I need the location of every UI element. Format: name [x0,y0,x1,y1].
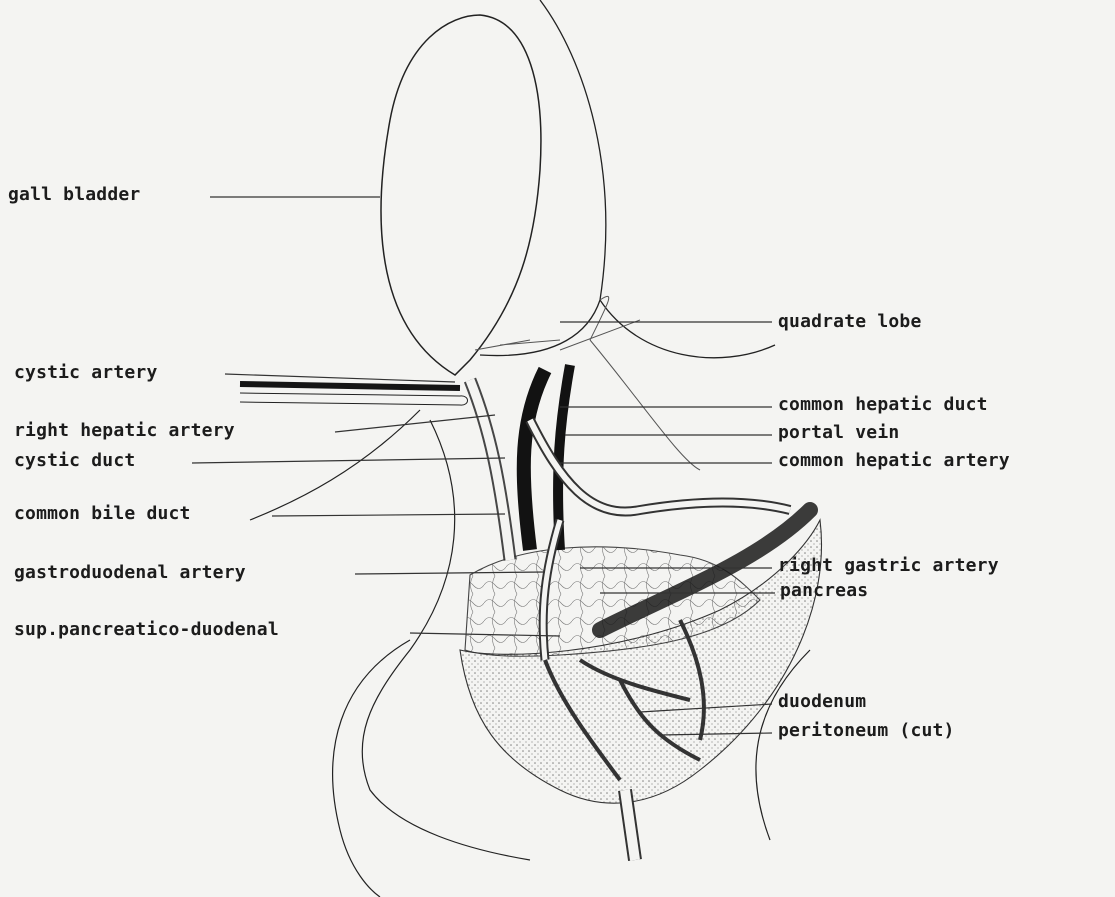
label-cystic-duct: cystic duct [14,452,135,470]
label-cystic-artery: cystic artery [14,364,157,382]
label-right-gastric-artery: right gastric artery [778,557,999,575]
label-common-hepatic-artery: common hepatic artery [778,452,1010,470]
label-gastroduodenal-artery: gastroduodenal artery [14,564,246,582]
label-quadrate-lobe: quadrate lobe [778,313,921,331]
label-sup-pancreatico-duodenal: sup.pancreatico-duodenal [14,621,279,639]
label-portal-vein: portal vein [778,424,899,442]
common-hepatic-artery-vessel [530,420,790,512]
label-common-bile-duct: common bile duct [14,505,191,523]
label-right-hepatic-artery: right hepatic artery [14,422,235,440]
body-contour-left [333,640,410,897]
gall-bladder-outline [381,15,541,375]
cystic-artery-outline [240,393,468,405]
peritoneal-fold-left [250,410,420,520]
portal-vein-vessel [524,370,545,550]
hilum-ligaments [475,296,640,350]
label-gall-bladder: gall bladder [8,186,140,204]
label-duodenum: duodenum [778,693,866,711]
cystic-artery-vessel [240,384,460,388]
label-common-hepatic-duct: common hepatic duct [778,396,988,414]
quadrate-lobe-outline [600,300,775,358]
ligament-right [590,340,700,470]
common-hepatic-artery-fill [530,420,790,512]
label-pancreas: pancreas [780,582,868,600]
label-peritoneum: peritoneum (cut) [778,722,955,740]
liver-outline [480,0,606,356]
